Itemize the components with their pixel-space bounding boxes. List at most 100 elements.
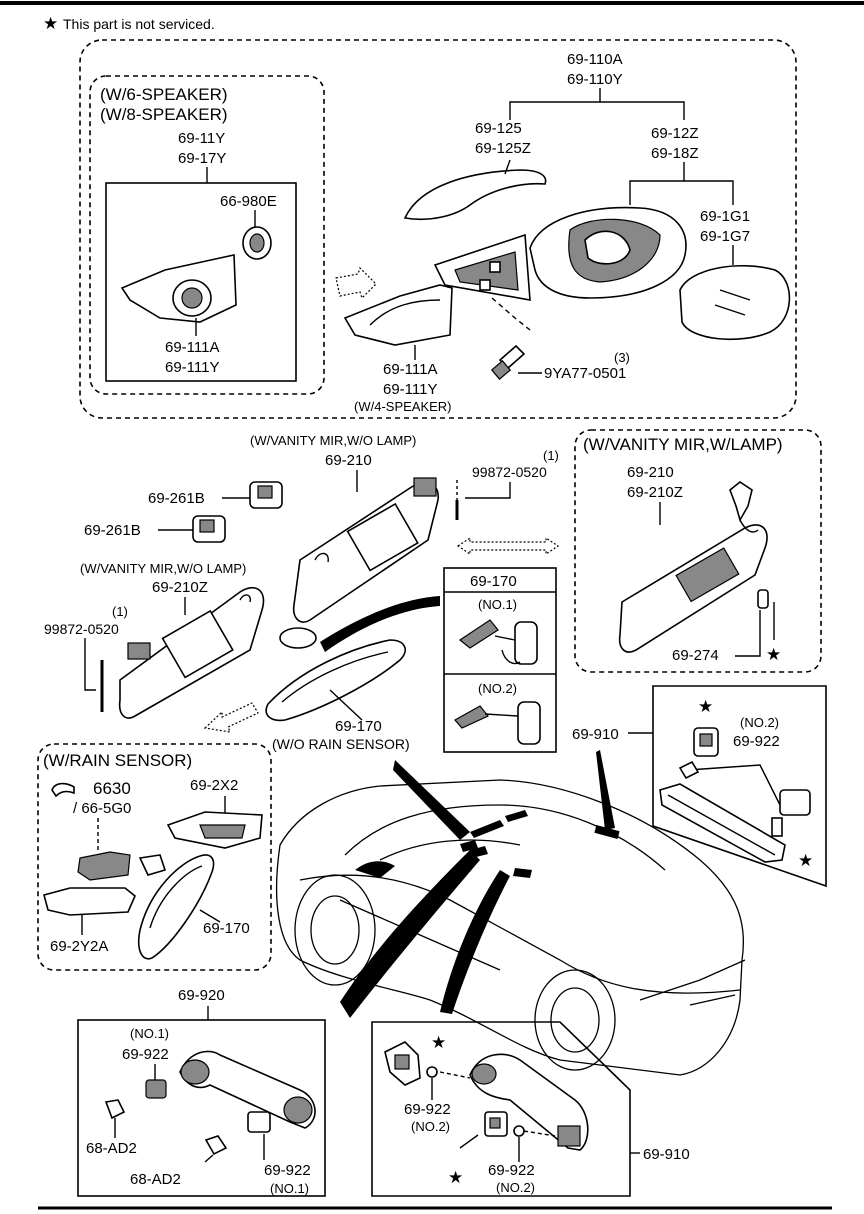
- sun-visor-part-2: [118, 586, 265, 719]
- label-69-110A: 69-110A: [567, 51, 623, 68]
- label-99872-0520b: 99872-0520: [44, 621, 119, 637]
- label-handle-69-922: 69-922: [733, 733, 780, 750]
- bolt-part: [490, 344, 526, 380]
- label-69-170-box: 69-170: [470, 573, 517, 590]
- car-illustration: [276, 779, 746, 1076]
- star-icon-grip-b: ★: [448, 1168, 463, 1187]
- lamp-box-title: (W/VANITY MIR,W/LAMP): [583, 435, 783, 454]
- label-69-111A-inner: 69-111A: [165, 339, 220, 356]
- label-k-69-922a: 69-922: [404, 1101, 451, 1118]
- handle-cap-part: [771, 789, 811, 837]
- speaker-title-1: (W/6-SPEAKER): [100, 85, 228, 104]
- label-66-980E: 66-980E: [220, 193, 277, 210]
- label-lamp-69-210Z: 69-210Z: [627, 484, 683, 501]
- cable-icon: [51, 782, 75, 798]
- star-icon-handle-a: ★: [698, 697, 713, 716]
- label-69-261B-b: 69-261B: [84, 522, 141, 539]
- label-rain-69-170: 69-170: [203, 920, 250, 937]
- right-grip-bracket-part: [384, 1041, 421, 1086]
- label-69-261B-a: 69-261B: [148, 490, 205, 507]
- label-9YA77-0501: 9YA77-0501: [544, 365, 626, 382]
- label-99872-0520a: 99872-0520: [472, 464, 547, 480]
- mirror-no2-part: [454, 701, 541, 745]
- star-icon: ★: [43, 14, 58, 33]
- outer-cover-part: [343, 284, 453, 346]
- label-68-AD2b: 68-AD2: [130, 1171, 181, 1188]
- label-qty-1a: (1): [543, 448, 559, 463]
- label-69-210Z: 69-210Z: [152, 579, 208, 596]
- label-w4-speaker: (W/4-SPEAKER): [354, 399, 452, 414]
- legend-text: This part is not serviced.: [63, 16, 215, 32]
- mirror-group-frame: [79, 39, 797, 419]
- label-69-910-upper: 69-910: [572, 726, 619, 743]
- grip-box-left: [77, 1019, 326, 1197]
- label-grip-69-922b: 69-922: [264, 1162, 311, 1179]
- inner-cover-speaker-part: [120, 254, 237, 323]
- label-grip-no1a: (NO.1): [130, 1026, 169, 1041]
- grip-clip-part-b: [247, 1111, 271, 1133]
- arrow-left-icon: [203, 702, 259, 733]
- label-k-69-910: 69-910: [643, 1146, 690, 1163]
- pointer-to-car-handle: [596, 750, 615, 830]
- rain-mirror-part: [137, 854, 215, 960]
- label-grip-no1b: (NO.1): [270, 1181, 309, 1196]
- grip-clip-part-a: [145, 1079, 167, 1099]
- label-69-1G1: 69-1G1: [700, 208, 750, 225]
- tweeter-part: [242, 226, 272, 260]
- label-k-no2a: (NO.2): [411, 1119, 450, 1134]
- label-69-170-main: 69-170: [335, 718, 382, 735]
- label-69-2X2: 69-2X2: [190, 777, 238, 794]
- mirror-cap-part: [403, 159, 547, 221]
- mirror-housing-part: [529, 206, 687, 299]
- star-icon-handle-b: ★: [798, 851, 813, 870]
- label-69-17Y: 69-17Y: [178, 150, 226, 167]
- lamp-variant-frame: [574, 429, 822, 673]
- label-69-920: 69-920: [178, 987, 225, 1004]
- label-69-111Y-outer: 69-111Y: [383, 381, 438, 398]
- pointer-to-grip-left: [340, 850, 480, 1018]
- rain-sensor-part: [77, 851, 167, 881]
- visor-clip-part-a: [249, 481, 283, 509]
- handle-clip-part: [678, 727, 719, 780]
- pointer-to-car-mirror: [393, 760, 470, 840]
- label-69-111Y-inner: 69-111Y: [165, 359, 220, 376]
- pointer-to-mirror-box: [320, 596, 440, 652]
- rearview-mirror-part: [265, 627, 406, 722]
- grip-handle-part-left: [179, 1050, 316, 1129]
- grip-box-right: [371, 1021, 631, 1197]
- mirror-glass-part: [679, 264, 791, 341]
- label-69-18Z: 69-18Z: [651, 145, 699, 162]
- label-69-110Y: 69-110Y: [567, 71, 623, 88]
- lamp-bulb-part: [757, 589, 769, 609]
- star-icon-lamp: ★: [766, 645, 781, 664]
- double-arrow-icon: [456, 536, 560, 556]
- sun-visor-part-1: [292, 477, 439, 623]
- visor-clip-part-b: [192, 515, 226, 543]
- label-69-1G7: 69-1G7: [700, 228, 750, 245]
- rain-sensor-frame: [37, 743, 272, 971]
- label-68-AD2a: 68-AD2: [86, 1140, 137, 1157]
- label-6630: 6630: [93, 779, 131, 798]
- assist-handle-box: [652, 685, 827, 888]
- rain-trim-part: [43, 887, 136, 916]
- right-grip-clip-part: [484, 1111, 508, 1137]
- label-qty-3: (3): [614, 350, 630, 365]
- visor-title-2: (W/VANITY MIR,W/O LAMP): [80, 561, 246, 576]
- label-no1: (NO.1): [478, 597, 517, 612]
- label-69-11Y: 69-11Y: [178, 130, 225, 147]
- speaker-detail-box: [105, 182, 297, 382]
- label-69-125Z: 69-125Z: [475, 140, 531, 157]
- label-69-210: 69-210: [325, 452, 372, 469]
- label-lamp-69-210: 69-210: [627, 464, 674, 481]
- visor-title-1: (W/VANITY MIR,W/O LAMP): [250, 433, 416, 448]
- label-k-no2b: (NO.2): [496, 1180, 535, 1195]
- legend-note: ★ This part is not serviced.: [43, 14, 215, 33]
- rain-box-title: (W/RAIN SENSOR): [43, 751, 192, 770]
- mirror-no1-part: [458, 619, 538, 665]
- label-69-12Z: 69-12Z: [651, 125, 699, 142]
- assist-handle-bar-part: [659, 783, 786, 863]
- speaker-variant-frame: [89, 75, 325, 395]
- grip-pin-part-b: [204, 1135, 228, 1156]
- mirror-option-box: [443, 567, 557, 753]
